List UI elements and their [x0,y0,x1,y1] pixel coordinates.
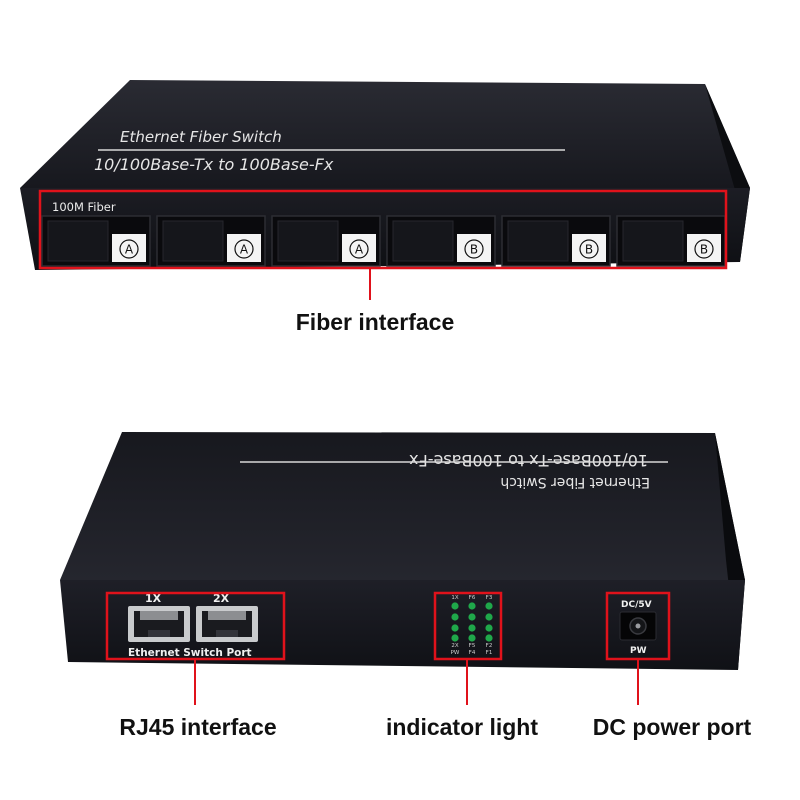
fiber-port-tag: B [700,243,708,257]
fiber-port-tag: B [585,243,593,257]
led-dot [451,613,459,621]
led-dot [451,602,459,610]
rj45-interface-caption: RJ45 interface [119,714,277,740]
fiber-port-tag-ring [579,239,599,259]
top-switch-device: Ethernet Fiber Switch 10/100Base-Tx to 1… [20,80,750,300]
indicator-light-caption: indicator light [385,714,539,740]
top-device-subtitle: 10/100Base-Tx to 100Base-Fx [94,155,334,174]
fiber-port-tag-ring [464,239,484,259]
rj45-port-1-label: 1X [145,592,162,605]
dc-power-jack [619,611,657,641]
led-label: F4 [469,650,476,656]
bottom-device-title: Ethernet Fiber Switch [500,474,650,490]
led-label: F3 [486,595,493,601]
fiber-highlight-box [38,189,728,270]
led-label: F1 [486,650,493,656]
power-label-bottom: PW [630,646,647,656]
led-dot [468,602,476,610]
led-dot [451,624,459,632]
fiber-port-tag: A [125,243,134,257]
fiber-port-tag-ring [119,239,139,259]
led-dot [468,634,476,642]
led-dot [451,634,459,642]
fiber-interface-caption: Fiber interface [295,309,455,335]
led-label: 1X [451,595,458,601]
fiber-port-tag-ring [349,239,369,259]
fiber-port-tag: A [240,243,249,257]
led-label: F6 [469,595,476,601]
rj45-caption: Ethernet Switch Port [128,647,252,659]
led-dot [485,613,493,621]
fiber-group-label: 100M Fiber [52,200,116,214]
fiber-port [41,215,151,267]
dc-power-port-caption: DC power port [592,714,752,740]
fiber-port-tag-ring [694,239,714,259]
fiber-port-tag-ring [234,239,254,259]
led-label: 2X [451,643,458,649]
rj45-port-1 [128,606,190,642]
led-dot [468,613,476,621]
led-label: F2 [486,643,493,649]
power-label-top: DC/5V [621,600,652,610]
bottom-device-front-panel [60,580,745,670]
top-device-title: Ethernet Fiber Switch [120,128,282,146]
bottom-device-top-surface [60,432,745,580]
rj45-port-2 [196,606,258,642]
rj45-port-2-label: 2X [213,592,230,605]
led-dot [485,602,493,610]
bottom-device-subtitle: 10/100Base-Tx to 100Base-Fx [409,451,648,470]
led-dot [485,634,493,642]
bottom-switch-device: 10/100Base-Tx to 100Base-Fx Ethernet Fib… [60,432,745,705]
fiber-port-tag: B [470,243,478,257]
fiber-port-tag: A [355,243,364,257]
led-label: F5 [469,643,476,649]
led-label: PW [451,650,460,656]
led-dot [485,624,493,632]
fiber-port [156,215,266,267]
led-dot [468,624,476,632]
fiber-port [271,215,381,267]
top-device-top-surface [20,80,750,188]
